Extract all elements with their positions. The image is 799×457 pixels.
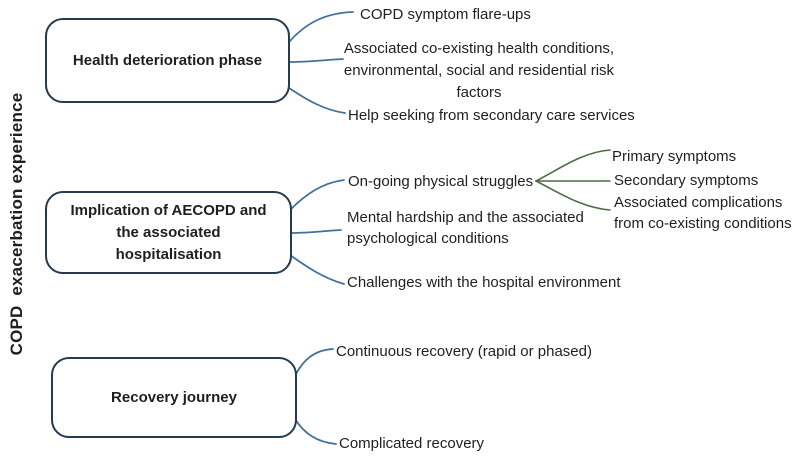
subtheme-ongoing-physical-struggles: On-going physical struggles (348, 173, 534, 190)
connector-theme2-sub3 (289, 254, 345, 285)
root-label: COPD exacerbation experience (7, 92, 26, 356)
connector-theme3-sub2 (294, 418, 337, 445)
theme-box-recovery-journey-label: Recovery journey (111, 388, 237, 406)
connector-theme2-sub2 (290, 229, 342, 234)
connector-struggles-child1 (535, 149, 611, 182)
subtheme-mental-hardship: Mental hardship and the associated psych… (347, 209, 584, 247)
child-associated-complications: Associated complications from co-existin… (614, 194, 792, 232)
subtheme-complicated-recovery: Complicated recovery (339, 435, 485, 452)
subtheme-associated-risk-factors: Associated co-existing health conditions… (343, 40, 615, 101)
connector-theme2-sub1 (289, 179, 345, 211)
theme-box-health-deterioration-label: Health deterioration phase (72, 51, 263, 69)
theme-box-health-deterioration: Health deterioration phase (45, 18, 290, 103)
subtheme-help-seeking: Help seeking from secondary care service… (348, 107, 635, 124)
connector-struggles-child3 (535, 180, 611, 211)
child-secondary-symptoms: Secondary symptoms (614, 172, 759, 189)
subtheme-hospital-environment-challenges: Challenges with the hospital environment (347, 274, 621, 291)
connector-theme3-sub1 (295, 348, 334, 375)
theme-box-aecopd-implication-label: Implication of AECOPD and the associated… (70, 201, 267, 263)
theme-box-aecopd-implication: Implication of AECOPD and the associated… (45, 191, 292, 274)
child-primary-symptoms: Primary symptoms (612, 148, 737, 165)
theme-box-recovery-journey: Recovery journey (51, 357, 297, 438)
subtheme-continuous-recovery: Continuous recovery (rapid or phased) (336, 343, 592, 360)
subtheme-copd-symptom-flare-ups: COPD symptom flare-ups (360, 6, 531, 23)
